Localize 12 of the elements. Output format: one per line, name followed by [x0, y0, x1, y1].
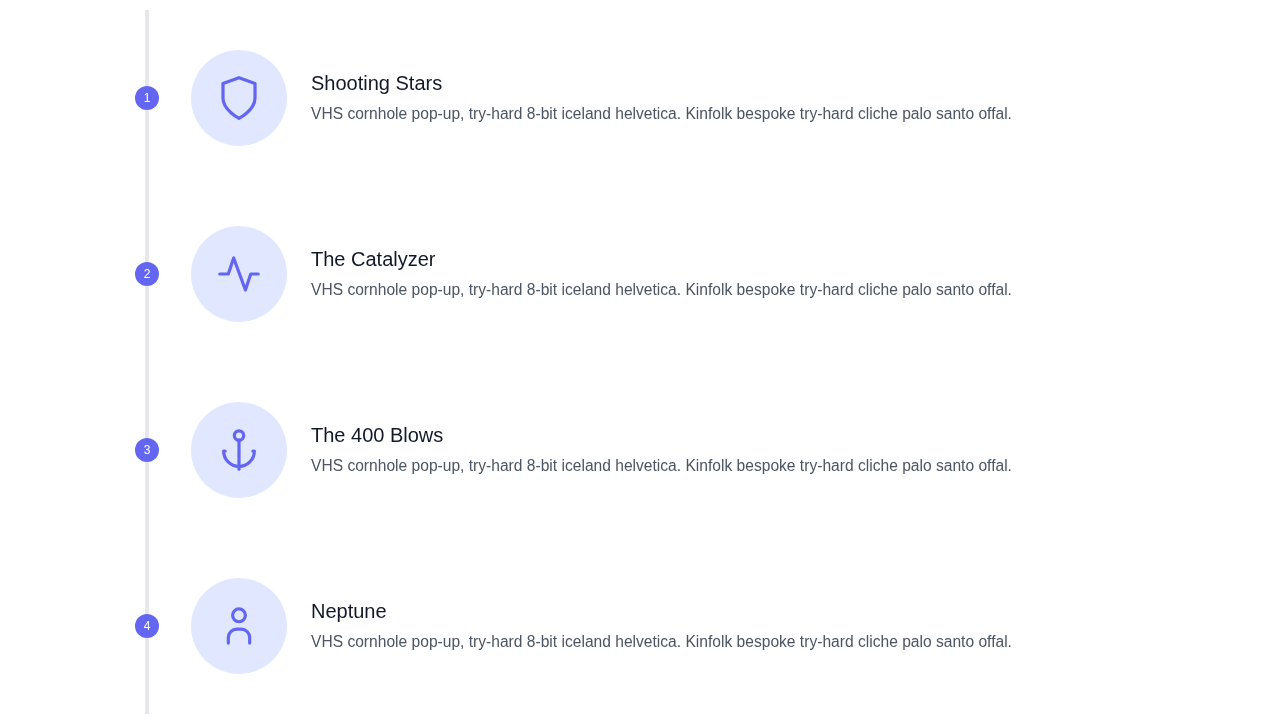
step-title: The Catalyzer: [311, 247, 436, 272]
step-number-badge: 1: [135, 86, 159, 110]
step-title: Neptune: [311, 599, 387, 624]
step-title: Shooting Stars: [311, 71, 443, 96]
step-number-badge: 3: [135, 438, 159, 462]
step-description: VHS cornhole pop-up, try-hard 8-bit iceland helvetica. Kinfolk bespoke try-hard cliche palo santo offal.: [311, 456, 1012, 476]
step-number-badge: 4: [135, 614, 159, 638]
step-number-badge: 2: [135, 262, 159, 286]
step-description: VHS cornhole pop-up, try-hard 8-bit iceland helvetica. Kinfolk bespoke try-hard cliche palo santo offal.: [311, 280, 1012, 300]
step-description: VHS cornhole pop-up, try-hard 8-bit iceland helvetica. Kinfolk bespoke try-hard cliche palo santo offal.: [311, 104, 1012, 124]
step-description: VHS cornhole pop-up, try-hard 8-bit iceland helvetica. Kinfolk bespoke try-hard cliche palo santo offal.: [311, 632, 1012, 652]
step-title: The 400 Blows: [311, 423, 444, 448]
